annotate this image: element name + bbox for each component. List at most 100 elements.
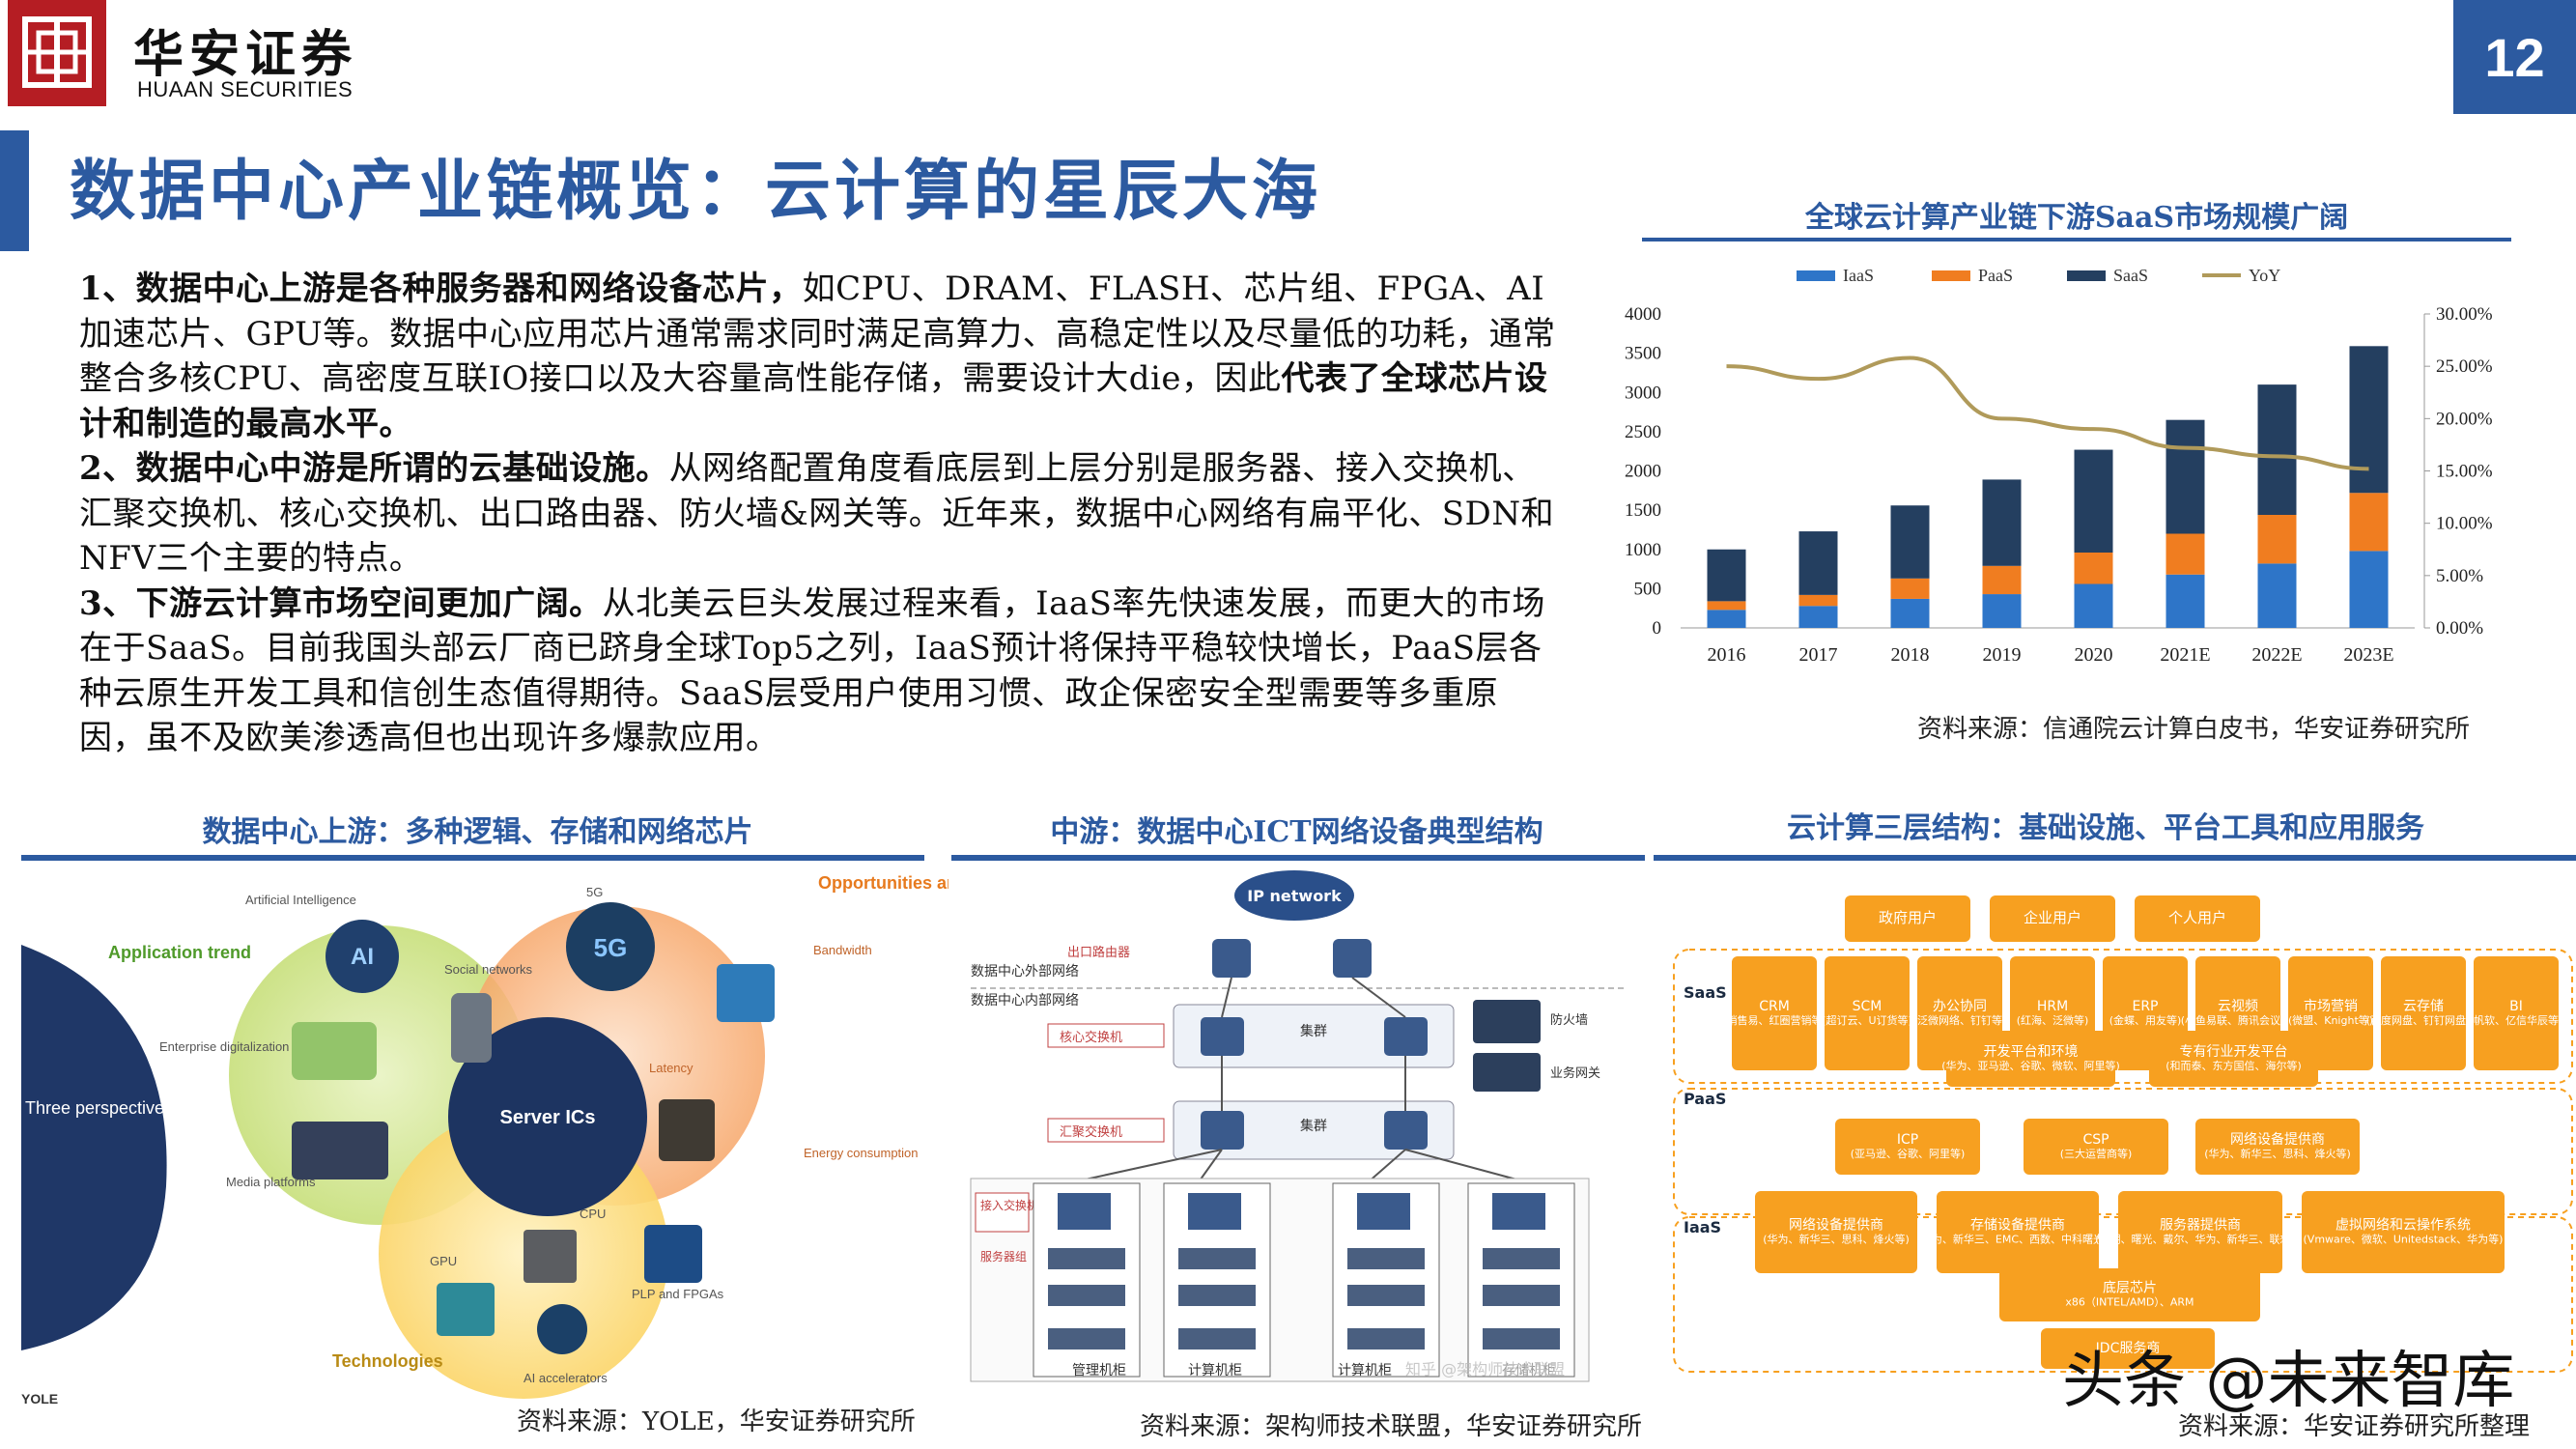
- media-label: Media platforms: [226, 1175, 316, 1189]
- aggregation-cluster-label: 集群: [1300, 1118, 1327, 1134]
- saas-box-text: (金蝶、用友等): [2109, 1013, 2182, 1027]
- bar-iaas: [2074, 583, 2113, 628]
- social-phone-icon: [451, 993, 492, 1063]
- aggregation-switch-icon: [1201, 1111, 1244, 1150]
- compute-rack-label: 计算机柜: [1188, 1363, 1242, 1378]
- iaas-box: [2302, 1191, 2505, 1273]
- compute-rack-label: 计算机柜: [1338, 1363, 1392, 1378]
- upstream-venn-diagram: Three perspectives by which to view serv…: [21, 873, 948, 1406]
- saas-box-text: (帆软、亿信华辰等): [2470, 1013, 2563, 1027]
- y-tick-label: 3000: [1625, 383, 1661, 403]
- 5g-globe-icon: [566, 902, 655, 991]
- user-box-text: 企业用户: [2024, 909, 2081, 926]
- iaas-box-text: 服务器提供商: [2160, 1218, 2241, 1234]
- saas-box-text: BI: [2509, 999, 2523, 1014]
- gpu-label: GPU: [430, 1254, 457, 1268]
- access-switch-icon: [1357, 1193, 1410, 1230]
- body-text: 1、数据中心上游是各种服务器和网络设备芯片，如CPU、DRAM、FLASH、芯片…: [79, 267, 1557, 761]
- paas-box: [2149, 1031, 2318, 1087]
- midstream-network-diagram: IP network 数据中心外部网络 数据中心内部网络 出口路由器 集群 核心…: [970, 870, 1628, 1382]
- paragraph-2-text: 从网络配置角度看底层到上层分别是服务器、接入交换机、汇聚交换机、核心交换机、出口…: [79, 449, 1555, 578]
- aggregation-label-box: [1047, 1118, 1165, 1143]
- server-ics-label: Server ICs: [500, 1107, 596, 1128]
- saas-box-text: (泛微网络、钉钉等): [1913, 1013, 2007, 1027]
- upstream-source: 资料来源：YOLE，华安证券研究所: [517, 1407, 916, 1436]
- core-switch-icon: [1384, 1017, 1428, 1056]
- y-tick-label: 4000: [1625, 304, 1661, 325]
- server-icon: [1483, 1248, 1560, 1269]
- y2-tick-label: 25.00%: [2436, 356, 2493, 377]
- bandwidth-label: Bandwidth: [813, 943, 872, 957]
- bar-iaas: [2349, 551, 2389, 628]
- layer-label: PaaS: [1684, 1090, 1726, 1108]
- y-tick-label: 3500: [1625, 344, 1661, 364]
- user-box-text: 个人用户: [2168, 909, 2226, 926]
- paas-box-text: (和而泰、东方国信、海尔等): [2166, 1059, 2302, 1072]
- server-icon: [1178, 1285, 1256, 1306]
- server-racks: [1033, 1182, 1575, 1378]
- page-title: 数据中心产业链概览：云计算的星辰大海: [70, 153, 1322, 230]
- x-tick-label: 2022E: [2251, 644, 2302, 666]
- y-tick-label: 0: [1653, 618, 1662, 639]
- saas-box-text: (微盟、Knight等): [2288, 1013, 2373, 1027]
- server-icon: [1178, 1328, 1256, 1350]
- downstream-source: 资料来源：华安证券研究所整理: [2178, 1412, 2531, 1441]
- access-switch-label: 接入交换机: [980, 1198, 1038, 1212]
- saas-box-text: (销售易、红圈营销等): [1722, 1013, 1826, 1027]
- chip-box-text: 底层芯片: [2103, 1281, 2157, 1296]
- bar-saas: [2257, 384, 2297, 515]
- x-tick-label: 2016: [1708, 644, 1746, 666]
- server-ics-circle: [448, 1017, 647, 1216]
- x-tick-label: 2018: [1891, 644, 1930, 666]
- paas-box-text: CSP: [2082, 1132, 2109, 1148]
- yole-logo: YOLE: [21, 1391, 58, 1406]
- saas-box-text: 办公协同: [1933, 999, 1987, 1014]
- saas-box-text: ERP: [2132, 999, 2158, 1014]
- enterprise-icon: [292, 1022, 377, 1080]
- bar-saas: [2349, 346, 2389, 494]
- paas-box: [2195, 1119, 2360, 1175]
- paas-box-text: (亚马逊、谷歌、阿里等): [1851, 1147, 1966, 1160]
- y-tick-label: 1500: [1625, 500, 1661, 521]
- saas-box-text: SCM: [1853, 999, 1882, 1014]
- access-switch-icon: [1188, 1193, 1241, 1230]
- access-switch-icon: [1058, 1193, 1111, 1230]
- idc-box-text: IDC服务商: [2096, 1341, 2161, 1356]
- social-label: Social networks: [444, 962, 533, 977]
- idc-box: [2041, 1328, 2215, 1369]
- x-tick-label: 2017: [1799, 644, 1838, 666]
- bar-iaas: [1707, 610, 1746, 628]
- server-icon: [1048, 1248, 1125, 1269]
- server-icon: [1347, 1285, 1425, 1306]
- bar-paas: [2257, 515, 2297, 564]
- page-number: 12: [2453, 0, 2576, 114]
- router-icon: [1333, 939, 1372, 978]
- saas-box: [1732, 956, 1817, 1070]
- firewall-label: 防火墙: [1550, 1012, 1588, 1028]
- bar-saas: [1982, 479, 2022, 566]
- chart-source: 资料来源：信通院云计算白皮书，华安证券研究所: [1917, 715, 2471, 744]
- y2-tick-label: 20.00%: [2436, 409, 2493, 429]
- bar-paas: [1707, 601, 1746, 611]
- paragraph-1-lead: 1、数据中心上游是各种服务器和网络设备芯片，: [79, 270, 803, 308]
- inside-network-label: 数据中心内部网络: [971, 993, 1079, 1009]
- ai-accelerators-label: AI accelerators: [524, 1371, 608, 1385]
- gateway-label: 业务网关: [1550, 1065, 1600, 1081]
- paragraph-2-lead: 2、数据中心中游是所谓的云基础设施。: [79, 449, 669, 488]
- legend-label: IaaS: [1843, 266, 1874, 285]
- bar-saas: [1707, 549, 1746, 602]
- iaas-box-text: (华为、新华三、EMC、西数、中科曙光等): [1917, 1233, 2119, 1246]
- server-group-label: 服务器组: [980, 1249, 1027, 1264]
- x-tick-label: 2020: [2075, 644, 2113, 666]
- plp-label: PLP and FPGAs: [632, 1287, 724, 1301]
- user-box: [1845, 895, 1970, 942]
- server-icon: [1048, 1285, 1125, 1306]
- 5g-globe-text: 5G: [594, 933, 628, 962]
- y-tick-label: 1000: [1625, 540, 1661, 560]
- aggregation-switch-icon: [1384, 1111, 1428, 1150]
- y2-tick-label: 30.00%: [2436, 304, 2493, 325]
- chip-box: [1999, 1268, 2260, 1321]
- exit-router-label: 出口路由器: [1067, 945, 1130, 960]
- chip-box-text: x86（INTEL/AMD）、ARM: [2065, 1296, 2194, 1309]
- core-switch-label-box: [1047, 1023, 1165, 1048]
